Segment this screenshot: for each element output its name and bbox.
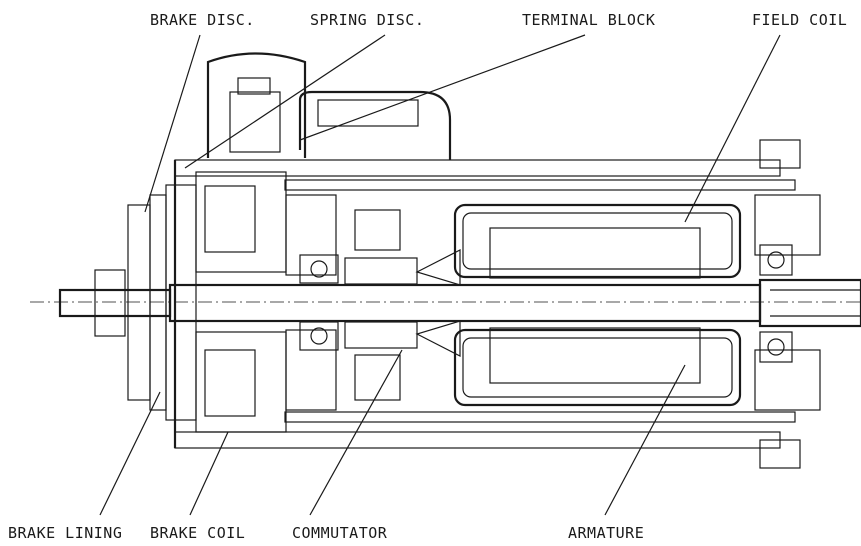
leader-brake-coil xyxy=(189,431,229,516)
commutator xyxy=(344,209,461,401)
label-brake-lining: BRAKE LINING xyxy=(8,524,122,542)
label-armature: ARMATURE xyxy=(568,524,644,542)
leader-brake-lining xyxy=(99,391,161,516)
leader-brake-disc xyxy=(144,34,201,213)
armature xyxy=(489,227,701,384)
label-commutator: COMMUTATOR xyxy=(292,524,388,542)
label-spring-disc: SPRING DISC. xyxy=(310,11,424,29)
shaft xyxy=(58,269,861,337)
leader-lines xyxy=(99,34,781,516)
terminal-box xyxy=(206,52,452,160)
brake-assembly xyxy=(127,171,337,433)
leader-commutator xyxy=(309,349,403,516)
leader-field-coil xyxy=(684,34,781,223)
field-coil xyxy=(453,203,742,407)
bearings xyxy=(299,244,793,363)
leader-armature xyxy=(604,364,686,516)
label-brake-coil: BRAKE COIL xyxy=(150,524,245,542)
label-terminal-block: TERMINAL BLOCK xyxy=(522,11,655,29)
motor-housing xyxy=(173,139,821,469)
label-field-coil: FIELD COIL xyxy=(752,11,847,29)
leader-terminal-block xyxy=(299,34,586,141)
leader-spring-disc xyxy=(184,34,386,169)
label-brake-disc: BRAKE DISC. xyxy=(150,11,255,29)
